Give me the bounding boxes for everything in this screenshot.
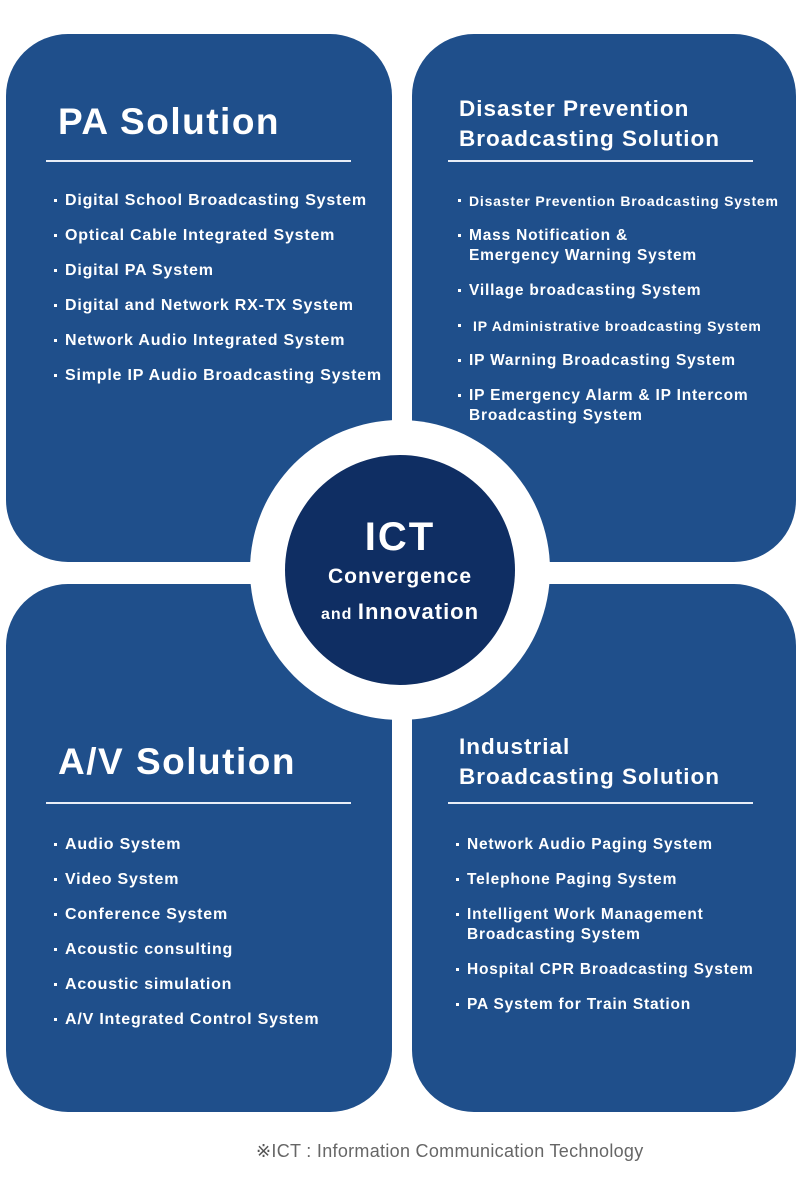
list-item: Digital PA System [54,261,382,281]
pa-solution-panel: PA Solution Digital School Broadcasting … [6,34,392,562]
list-item: IP Emergency Alarm & IP Intercom Broadca… [458,386,779,426]
list-item: Acoustic consulting [53,940,319,960]
list-item: Hospital CPR Broadcasting System [456,961,754,978]
footnote: ※ICT : Information Communication Technol… [256,1141,644,1162]
av-solution-list: Audio System Video System Conference Sys… [53,835,320,1045]
ict-innovation: and Innovation [285,598,515,629]
av-solution-divider [46,802,351,804]
footnote-term: ICT [271,1141,301,1161]
ict-title: ICT [364,515,436,559]
industrial-broadcasting-list: Network Audio Paging System Telephone Pa… [456,835,754,1030]
list-item: Optical Cable Integrated System [54,226,382,246]
ict-innovation-word: Innovation [357,599,480,624]
list-item: Digital and Network RX-TX System [54,296,382,316]
list-item: Telephone Paging System [456,870,754,890]
list-item: PA System for Train Station [456,995,754,1015]
reference-mark-icon: ※ [256,1141,272,1161]
industrial-broadcasting-title: Industrial Broadcasting Solution [459,732,720,792]
av-solution-title: A/V Solution [58,741,296,782]
list-item: Digital School Broadcasting System [54,191,382,211]
list-item: IP Warning Broadcasting System [458,351,779,371]
ict-convergence: Convergence [327,565,473,588]
list-item: Simple IP Audio Broadcasting System [54,367,382,384]
list-item: Audio System [53,835,319,855]
list-item: Network Audio Integrated System [54,331,382,351]
industrial-broadcasting-title-line1: Industrial [459,734,571,759]
industrial-broadcasting-divider [448,802,753,804]
list-item: Intelligent Work Management Broadcasting… [456,905,754,945]
list-item: Conference System [53,905,319,925]
list-item: Mass Notification & Emergency Warning Sy… [458,226,779,266]
footnote-definition: Information Communication Technology [316,1141,644,1161]
disaster-prevention-divider [448,160,753,162]
list-item: Acoustic simulation [53,975,319,995]
ict-center-circle: ICT Convergence and Innovation [285,455,515,685]
disaster-prevention-panel: Disaster Prevention Broadcasting Solutio… [412,34,796,562]
pa-solution-title: PA Solution [58,101,281,142]
list-item: IP Administrative broadcasting System [458,316,779,336]
disaster-prevention-title-line1: Disaster Prevention [459,96,690,121]
industrial-broadcasting-title-line2: Broadcasting Solution [459,764,721,789]
pa-solution-list: Digital School Broadcasting System Optic… [54,191,382,401]
footnote-separator: : [306,1141,312,1161]
list-item: Video System [53,870,319,890]
pa-solution-divider [46,160,351,162]
list-item: Disaster Prevention Broadcasting System [458,193,779,209]
disaster-prevention-title-line2: Broadcasting Solution [459,126,721,151]
list-item: Village broadcasting System [458,281,779,301]
ict-and: and [320,606,353,623]
list-item: Network Audio Paging System [456,835,754,855]
disaster-prevention-title: Disaster Prevention Broadcasting Solutio… [459,94,720,154]
disaster-prevention-list: Disaster Prevention Broadcasting System … [458,191,779,441]
list-item: A/V Integrated Control System [53,1011,320,1028]
